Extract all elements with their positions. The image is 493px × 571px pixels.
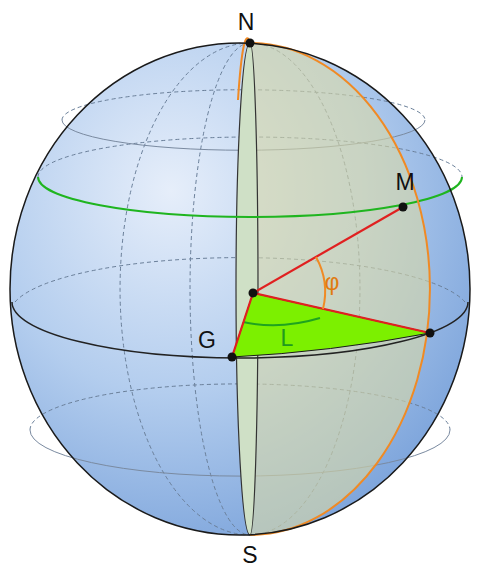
sphere-fill	[10, 43, 470, 535]
meridian-plane	[250, 43, 430, 535]
point	[228, 39, 435, 362]
point-label: M	[395, 171, 414, 194]
radius-line	[232, 207, 430, 357]
pole-label: N	[238, 11, 255, 34]
angle-label: L	[281, 327, 294, 350]
longitude-sector	[232, 293, 430, 357]
sphere-outline	[10, 43, 470, 535]
meridian	[238, 38, 250, 100]
prime-meridian	[236, 43, 258, 535]
point-label: G	[198, 329, 216, 352]
angle-label: φ	[325, 271, 340, 294]
longitude-arc	[243, 318, 320, 325]
meridian	[250, 43, 430, 535]
latitude-arc	[316, 257, 325, 309]
hidden-lines	[15, 43, 465, 535]
pole-label: S	[242, 544, 257, 567]
